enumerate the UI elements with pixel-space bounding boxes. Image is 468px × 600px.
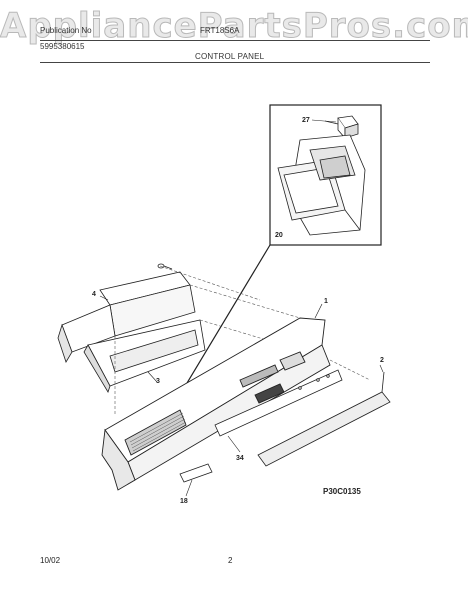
inset-leader-line <box>177 244 271 399</box>
model-number: FRT18S6A <box>200 26 240 35</box>
callout-leaders <box>99 119 384 497</box>
inset-frame <box>269 104 382 246</box>
callout-34: 34 <box>236 455 244 462</box>
publication-line: Publication No <box>40 26 92 35</box>
callout-1: 1 <box>324 298 328 305</box>
page-number: 2 <box>228 556 233 565</box>
part-34-bracket <box>214 369 343 437</box>
callout-27: 27 <box>302 117 310 124</box>
callout-2: 2 <box>380 357 384 364</box>
callout-18: 18 <box>180 498 188 505</box>
part-4-duct <box>57 271 196 363</box>
callout-4: 4 <box>92 291 96 298</box>
callout-3: 3 <box>156 378 160 385</box>
header-rule-bottom <box>40 62 430 63</box>
callout-20: 20 <box>275 232 283 239</box>
part-3-panel <box>83 319 206 393</box>
section-title: CONTROL PANEL <box>195 52 265 61</box>
footer-date: 10/02 <box>40 556 61 565</box>
part-1-control-panel <box>101 317 331 491</box>
publication-number: 5995380615 <box>40 42 85 51</box>
part-27-control <box>324 115 359 140</box>
screw-icon <box>157 263 173 270</box>
header-rule-top <box>40 40 430 41</box>
part-2-trim-strip <box>257 371 391 467</box>
part-18-label <box>179 463 213 483</box>
figure-code: P30C0135 <box>323 487 361 496</box>
part-20-housing <box>277 134 366 236</box>
